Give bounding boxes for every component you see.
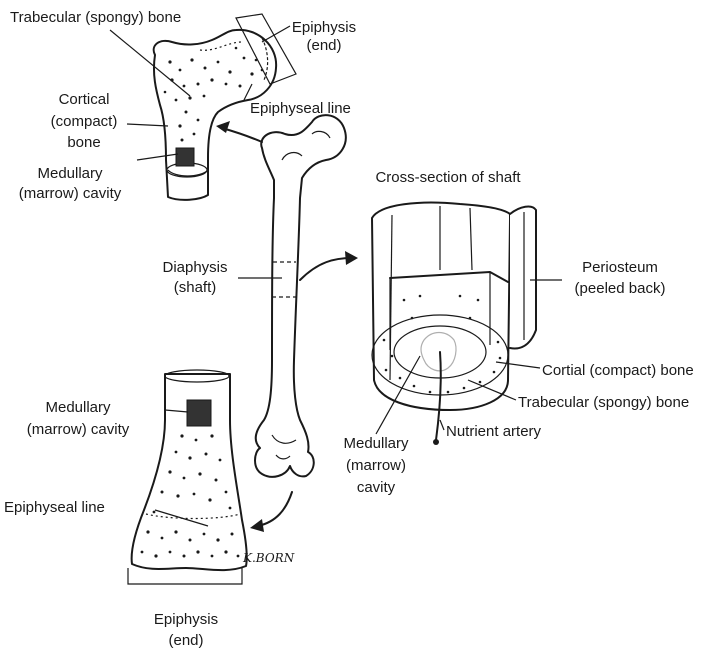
label-cross-medullary-1: Medullary bbox=[343, 435, 409, 452]
label-bottom-epiphysis: Epiphysis bbox=[154, 611, 218, 628]
label-top-cortical-1: Cortical bbox=[59, 91, 110, 108]
shaft-cross-section bbox=[371, 201, 537, 445]
label-nutrient-artery: Nutrient artery bbox=[446, 423, 542, 440]
label-bottom-medullary-1: Medullary bbox=[45, 399, 111, 416]
label-top-cortical-2: (compact) bbox=[51, 113, 118, 130]
label-bottom-epiphyseal-line: Epiphyseal line bbox=[4, 499, 105, 516]
label-bottom-medullary-2: (marrow) cavity bbox=[27, 421, 130, 438]
label-top-epiphysis: Epiphysis bbox=[292, 19, 356, 36]
labels: Trabecular (spongy) bone Epiphysis (end)… bbox=[4, 9, 694, 649]
label-cross-medullary-2: (marrow) bbox=[346, 457, 406, 474]
distal-epiphysis-detail bbox=[127, 369, 248, 585]
label-periosteum: Periosteum bbox=[582, 259, 658, 276]
label-top-medullary-1: Medullary bbox=[37, 165, 103, 182]
label-top-trabecular: Trabecular (spongy) bone bbox=[10, 9, 181, 26]
label-top-epiphysis-end: (end) bbox=[306, 37, 341, 54]
leader-lines bbox=[109, 13, 562, 527]
arrows bbox=[216, 121, 358, 532]
label-cross-medullary-3: cavity bbox=[357, 479, 396, 496]
femur-whole-bone bbox=[254, 114, 347, 478]
label-cortial-compact: Cortial (compact) bone bbox=[542, 362, 694, 379]
label-top-medullary-2: (marrow) cavity bbox=[19, 185, 122, 202]
artist-signature: K.BORN bbox=[242, 551, 295, 565]
label-diaphysis-shaft: (shaft) bbox=[174, 279, 217, 296]
bottom-spongy-dots bbox=[140, 434, 240, 558]
cross-section-stipple bbox=[382, 294, 502, 394]
label-diaphysis: Diaphysis bbox=[162, 259, 227, 276]
label-periosteum-peeled: (peeled back) bbox=[575, 280, 666, 297]
label-cross-section-title: Cross-section of shaft bbox=[375, 169, 521, 186]
label-top-epiphyseal-line: Epiphyseal line bbox=[250, 100, 351, 117]
label-bottom-epiphysis-end: (end) bbox=[168, 632, 203, 649]
label-top-cortical-3: bone bbox=[67, 134, 100, 151]
proximal-epiphysis-detail bbox=[152, 28, 278, 201]
top-spongy-dots bbox=[163, 46, 264, 142]
label-cross-trabecular: Trabecular (spongy) bone bbox=[518, 394, 689, 411]
